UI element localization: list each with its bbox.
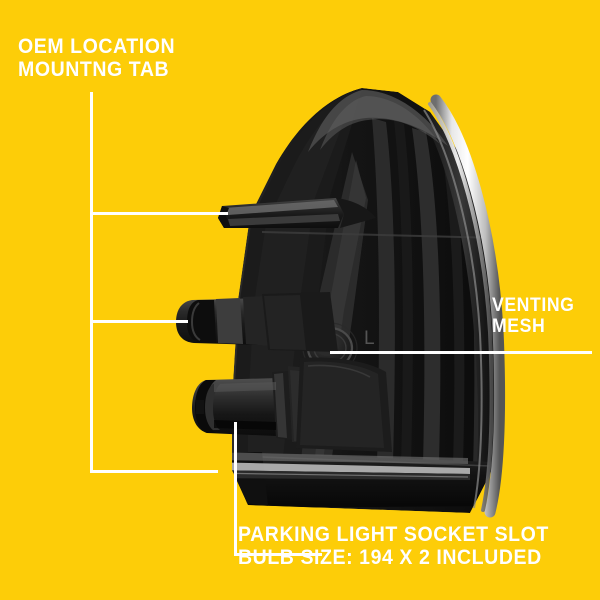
callout-line-parking-underline xyxy=(234,553,322,556)
svg-text:L: L xyxy=(364,328,375,349)
callout-label-park-line2: BULB SIZE: 194 X 2 INCLUDED xyxy=(238,545,542,569)
callout-line-upper-tab xyxy=(90,212,228,215)
callout-label-venting-mesh: VENTING MESH xyxy=(492,295,575,337)
upper-mounting-tab xyxy=(218,198,376,228)
callout-line-middle-tab xyxy=(90,320,188,323)
callout-label-oem-line1: OEM LOCATION xyxy=(18,35,176,58)
callout-label-park-line1: PARKING LIGHT SOCKET SLOT xyxy=(238,523,549,546)
middle-mounting-tab xyxy=(176,292,338,352)
callout-label-vent-line1: VENTING xyxy=(492,295,575,316)
callout-label-oem-location-mounting-tab: OEM LOCATION MOUNTNG TAB xyxy=(18,35,176,81)
callout-label-vent-line2: MESH xyxy=(492,315,546,337)
callout-label-parking-light-socket-slot: PARKING LIGHT SOCKET SLOT BULB SIZE: 194… xyxy=(238,523,549,569)
callout-line-socket-slot xyxy=(90,470,218,473)
callout-label-oem-line2: MOUNTNG TAB xyxy=(18,57,170,81)
callout-line-venting-mesh xyxy=(330,351,592,354)
callout-line-left-trunk xyxy=(90,92,93,473)
callout-line-parking-vertical xyxy=(234,422,237,556)
